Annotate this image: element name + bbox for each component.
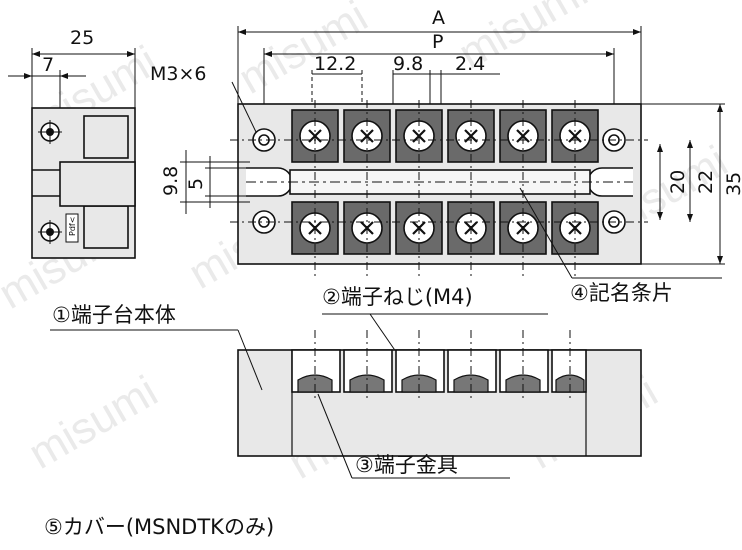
- dim-2-4: 2.4: [455, 53, 485, 75]
- dim-12-2: 12.2: [314, 53, 356, 75]
- side-marking-text: Pdf<: [68, 217, 77, 236]
- dim-20: 20: [667, 170, 689, 194]
- dim-slot-5: 5: [185, 178, 207, 190]
- watermark: misumi: [21, 367, 166, 479]
- dim-22: 22: [695, 170, 717, 194]
- label-part3: ③端子金具: [355, 453, 458, 477]
- top-view: [180, 26, 725, 280]
- dim-25: 25: [70, 27, 94, 49]
- label-part1: ①端子台本体: [52, 303, 176, 327]
- dim-M3x6: M3×6: [150, 63, 207, 85]
- dim-A: A: [432, 7, 445, 29]
- front-view: [50, 313, 642, 479]
- label-part2: ②端子ねじ(M4): [322, 285, 473, 309]
- dim-35: 35: [723, 172, 742, 196]
- dim-P: P: [432, 31, 443, 53]
- dim-slot-9-8: 9.8: [160, 166, 182, 196]
- label-part5: ⑤カバー(MSNDTKのみ): [44, 515, 274, 539]
- side-view: [8, 48, 136, 259]
- label-part4: ④記名条片: [570, 281, 673, 305]
- watermark: misumi: [231, 0, 376, 104]
- dim-7: 7: [42, 54, 54, 76]
- dim-9-8: 9.8: [393, 53, 423, 75]
